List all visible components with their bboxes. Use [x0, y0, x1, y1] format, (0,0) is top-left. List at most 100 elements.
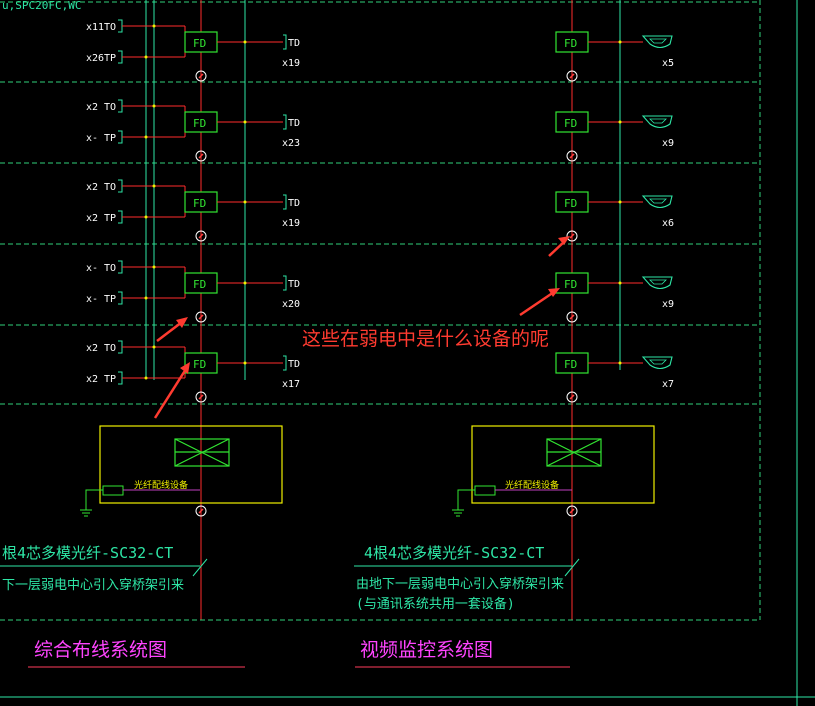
fd-label: FD — [193, 278, 206, 291]
camera-count: x7 — [662, 379, 674, 390]
tp-label: TP — [104, 294, 116, 305]
junction-marker — [566, 70, 578, 82]
junction-marker — [195, 391, 207, 403]
data-outlet-icon — [283, 34, 287, 50]
fd-label: FD — [564, 37, 577, 50]
right-floor-4[interactable]: FD x9 — [555, 272, 674, 323]
tp-count: x- — [86, 133, 98, 144]
fd-box[interactable]: FD — [184, 111, 218, 133]
junction-marker — [195, 311, 207, 323]
junction-marker — [566, 150, 578, 162]
fd-label: FD — [564, 358, 577, 371]
to-label: TO — [104, 263, 116, 274]
right-cable-note: 4根4芯多模光纤-SC32-CT — [364, 544, 544, 562]
fd-box[interactable]: FD — [555, 352, 589, 374]
left-floor-4[interactable]: x- TO x- TP FD TD x20 — [86, 260, 300, 323]
ground-icon — [452, 509, 464, 517]
tp-label: TP — [104, 133, 116, 144]
camera-icon — [641, 195, 673, 209]
data-outlet-icon — [283, 114, 287, 130]
annotation-question: 这些在弱电中是什么设备的呢 — [302, 328, 549, 350]
header-fragment: u,SPC20FC,WC — [2, 0, 81, 12]
fd-box[interactable]: FD — [555, 111, 589, 133]
left-box-label: 光纤配线设备 — [134, 479, 188, 491]
camera-icon — [641, 35, 673, 49]
to-label: TO — [104, 102, 116, 113]
junction-marker — [566, 505, 578, 517]
fd-label: FD — [193, 37, 206, 50]
right-caption: 视频监控系统图 — [360, 639, 493, 661]
fd-label: FD — [193, 197, 206, 210]
fd-label: FD — [564, 197, 577, 210]
data-outlet-icon — [283, 275, 287, 291]
fd-box[interactable]: FD — [184, 31, 218, 53]
tp-label: TP — [104, 374, 116, 385]
ground-icon — [80, 509, 92, 517]
floor-dividers — [0, 1, 760, 405]
fd-box[interactable]: FD — [555, 191, 589, 213]
left-cable-note: 根4芯多模光纤-SC32-CT — [2, 544, 173, 562]
right-floor-5[interactable]: FD x7 — [555, 352, 674, 403]
td-label: TD — [288, 38, 300, 49]
to-label: TO — [104, 22, 116, 33]
junction-marker — [195, 505, 207, 517]
junction-marker — [195, 230, 207, 242]
fd-label: FD — [193, 117, 206, 130]
to-count: x- — [86, 263, 98, 274]
tp-count: x- — [86, 294, 98, 305]
junction-marker — [195, 70, 207, 82]
camera-count: x5 — [662, 58, 674, 69]
td-count: x23 — [282, 138, 300, 149]
td-label: TD — [288, 118, 300, 129]
tp-label: TP — [104, 213, 116, 224]
junction-marker — [566, 391, 578, 403]
to-label: TO — [104, 343, 116, 354]
fd-box[interactable]: FD — [184, 272, 218, 294]
td-count: x19 — [282, 58, 300, 69]
td-label: TD — [288, 279, 300, 290]
junction-marker — [195, 150, 207, 162]
left-floor-2[interactable]: x2 TO x- TP FD TD x23 — [86, 99, 300, 162]
data-outlet-icon — [283, 194, 287, 210]
camera-icon — [641, 115, 673, 129]
tp-count: x26 — [86, 53, 104, 64]
fd-box[interactable]: FD — [184, 191, 218, 213]
right-floor-1[interactable]: FD x5 — [555, 31, 674, 82]
camera-icon — [641, 356, 673, 370]
fd-box[interactable]: FD — [555, 272, 589, 294]
right-route-note-1: 由地下一层弱电中心引入穿桥架引来 — [356, 576, 564, 592]
to-count: x2 — [86, 102, 98, 113]
camera-icon — [641, 276, 673, 290]
fd-label: FD — [564, 278, 577, 291]
td-count: x19 — [282, 218, 300, 229]
fd-box[interactable]: FD — [555, 31, 589, 53]
to-count: x2 — [86, 182, 98, 193]
tp-count: x2 — [86, 213, 98, 224]
td-count: x20 — [282, 299, 300, 310]
td-label: TD — [288, 359, 300, 370]
junction-marker — [566, 311, 578, 323]
left-caption: 综合布线系统图 — [34, 639, 167, 661]
camera-count: x6 — [662, 218, 674, 229]
left-route-note: 下一层弱电中心引入穿桥架引来 — [2, 577, 184, 593]
td-label: TD — [288, 198, 300, 209]
to-count: x2 — [86, 343, 98, 354]
right-box-label: 光纤配线设备 — [505, 479, 559, 491]
fd-label: FD — [564, 117, 577, 130]
right-floor-3[interactable]: FD x6 — [555, 191, 674, 242]
right-fiber-distribution-frame[interactable]: 光纤配线设备 — [452, 425, 655, 517]
camera-count: x9 — [662, 299, 674, 310]
tp-label: TP — [104, 53, 116, 64]
data-outlet-icon — [283, 355, 287, 371]
td-count: x17 — [282, 379, 300, 390]
tp-count: x2 — [86, 374, 98, 385]
to-count: x11 — [86, 22, 104, 33]
left-fiber-distribution-frame[interactable]: 光纤配线设备 — [80, 425, 283, 517]
